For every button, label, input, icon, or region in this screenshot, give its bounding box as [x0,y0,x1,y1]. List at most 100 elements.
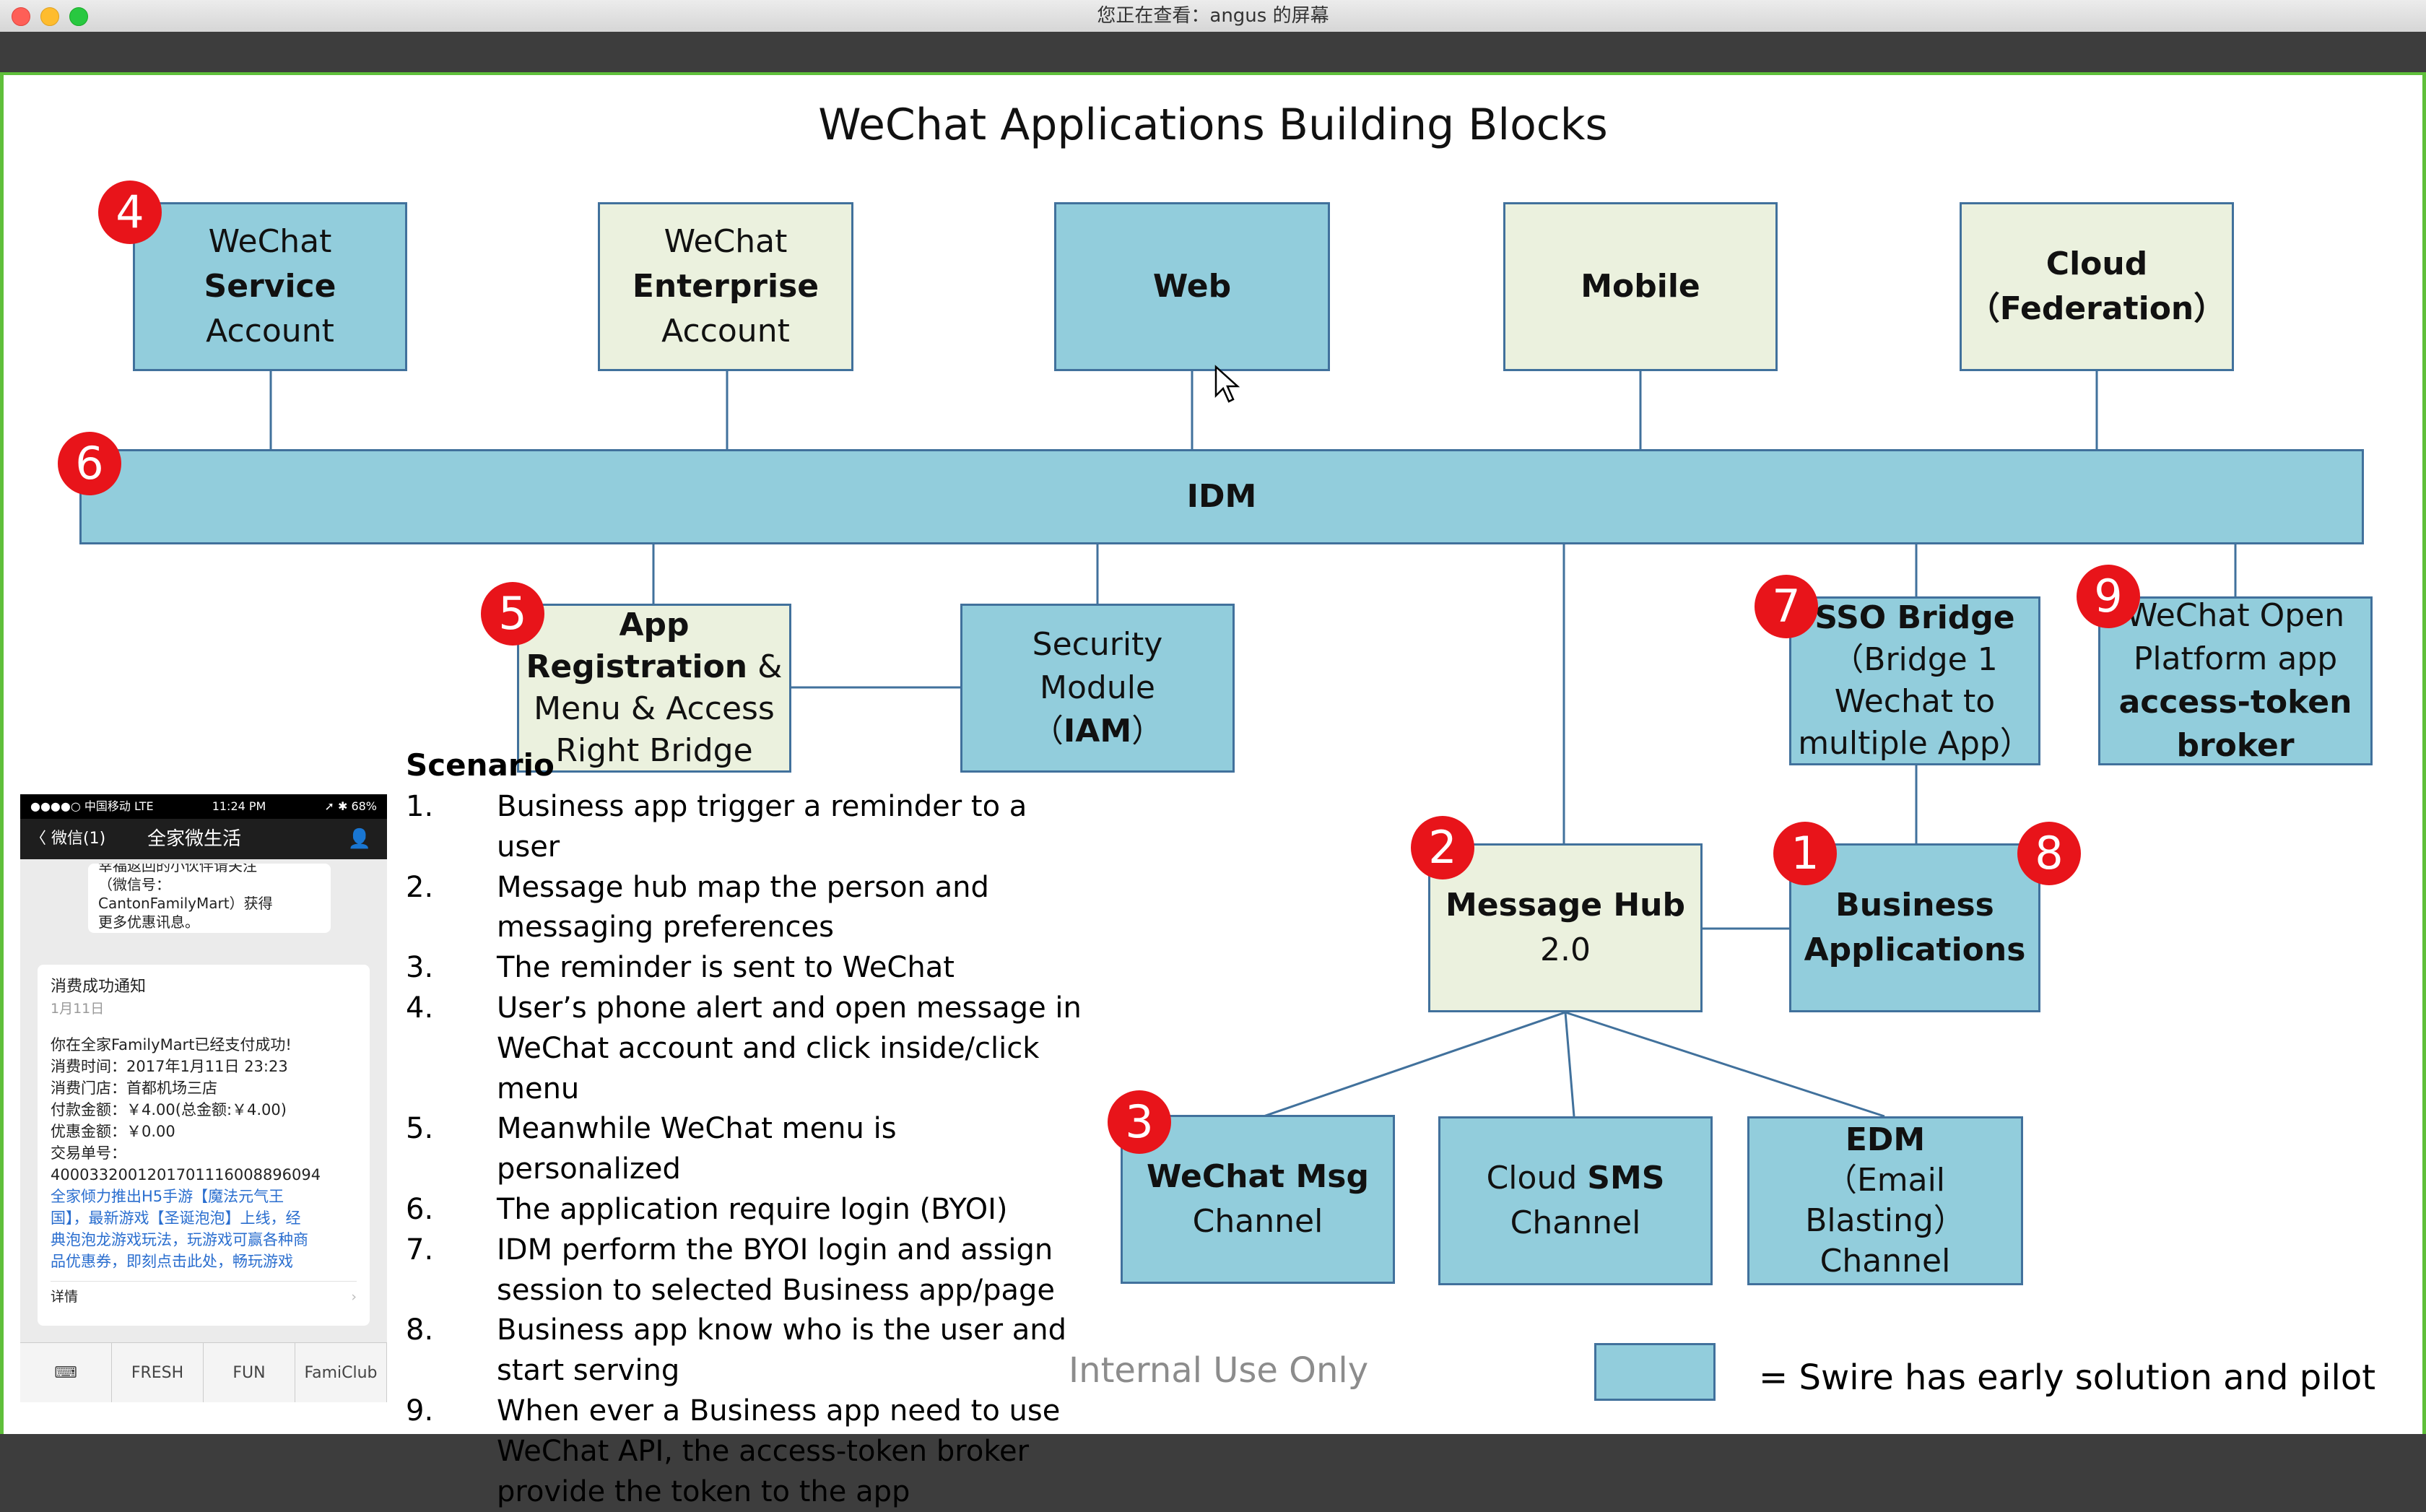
wechat-msg-channel-box: WeChat Msg Channel [1121,1115,1395,1284]
scenario-number: 4. [406,991,434,1025]
service-line3: Account [206,313,334,349]
scenario-line: 8.Business app know who is the user and [406,1311,1084,1351]
mouse-cursor-icon [1214,365,1240,403]
sms-line1a: Cloud [1486,1160,1588,1196]
scenario-text: User’s phone alert and open message in [497,991,1082,1025]
appreg-line2: Registration [526,648,748,685]
scenario-text: menu [497,1072,580,1105]
sso-line1: SSO Bridge [1814,599,2015,636]
mobile-label: Mobile [1581,268,1700,305]
card1-line: 幸福返回的小伙伴请关注 [98,864,257,874]
card1-line: （微信号： [98,876,170,893]
phone-carrier: ●●●●○ 中国移动 LTE [30,799,154,813]
edm-channel-box: EDM （Email Blasting） Channel [1747,1116,2023,1285]
service-line2: Service [204,268,336,305]
scenario-line: menu [406,1069,1084,1110]
minimize-window-button[interactable] [40,7,59,26]
line-msghub-wcmsg [1263,1011,1566,1118]
phone-battery: ➚ ✱ 68% [324,799,377,813]
scenario-text: WeChat account and click inside/click [497,1031,1040,1065]
security-module-box: Security Module （IAM） [960,604,1235,773]
phone-notice-card[interactable]: 消费成功通知 1月11日 你在全家FamilyMart已经支付成功! 消费时间：… [38,965,370,1326]
security-line1: Security [1032,626,1163,663]
sso-line2: （Bridge 1 [1832,641,1998,678]
edm-line2: （Email Blasting） [1805,1162,1965,1239]
line-msghub-sms [1564,1012,1575,1117]
notice-line: 40003320012017011160088960​94 [51,1166,321,1183]
mobile-box: Mobile [1503,202,1778,371]
badge-8: 8 [2017,822,2081,885]
wechat-enterprise-account-box: WeChat Enterprise Account [598,202,853,371]
edm-line1: EDM [1845,1121,1926,1158]
badge-2: 2 [1411,816,1474,879]
sms-line2: Channel [1510,1204,1641,1241]
scenario-list: 1.Business app trigger a reminder to a u… [406,787,1084,1512]
menu-famiclub[interactable]: FamiClub [295,1343,387,1402]
scenario-number [406,1432,497,1472]
scenario-line: 9.When ever a Business app need to use [406,1391,1084,1432]
chevron-right-icon: › [351,1289,357,1305]
badge-6: 6 [58,432,121,495]
idm-bar: IDM [79,449,2364,544]
scenario-text: IDM perform the BYOI login and assign [497,1233,1053,1266]
scenario-line: 5. Meanwhile WeChat menu is personalized [406,1109,1084,1190]
scenario-line: start serving [406,1351,1084,1391]
card1-line: CantonFamilyMart）获得 [98,895,273,912]
scenario-line: 4. User’s phone alert and open message in [406,989,1084,1029]
phone-nav-title: 全家微生活 [147,828,242,850]
badge-3: 3 [1108,1090,1171,1154]
appreg-line2-amp: & [747,648,783,685]
cloud-line1: Cloud [2045,246,2148,282]
scenario-line: 6.The application require login (BYOI) [406,1190,1084,1230]
menu-fun[interactable]: FUN [204,1343,295,1402]
scenario-number: 8. [406,1313,434,1347]
notice-link[interactable]: 品优惠券，即刻点击此处，畅玩游戏 [51,1253,293,1270]
appreg-line3: Menu & Access [534,690,775,727]
card1-line: 更多优惠讯息。 [98,913,199,931]
appreg-line4: Right Bridge [555,732,753,769]
scenario-line: session to selected Business app/page [406,1271,1084,1311]
notice-line: 优惠金额：￥0.00 [51,1123,175,1140]
scenario-number [406,1029,497,1069]
enterprise-line1: WeChat [664,223,788,260]
scenario-line: messaging preferences [406,908,1084,948]
web-label: Web [1152,268,1232,305]
phone-back-button[interactable]: 〈 微信(1) [30,830,106,848]
edm-line3: Channel [1820,1243,1951,1279]
wop-line2: Platform app [2133,640,2338,677]
scenario-text: WeChat API, the access-token broker [497,1434,1030,1468]
menu-fresh[interactable]: FRESH [112,1343,204,1402]
scenario-line: 2.Message hub map the person and [406,868,1084,908]
enterprise-line3: Account [661,313,790,349]
window-titlebar: 您正在查看：angus 的屏幕 [0,0,2426,32]
notice-link[interactable]: 全家倾力推出H5手游【魔法元气王 [51,1188,284,1205]
zoom-window-button[interactable] [69,7,88,26]
notice-detail-row[interactable]: 详情 › [51,1281,357,1308]
keyboard-icon[interactable]: ⌨ [20,1343,112,1402]
cloud-sms-channel-box: Cloud SMS Channel [1438,1116,1713,1285]
wop-line1: WeChat Open [2126,597,2345,634]
close-window-button[interactable] [12,7,30,26]
notice-link[interactable]: 国】，最新游戏【圣诞泡泡】上线，经 [51,1209,301,1227]
notice-link[interactable]: 典泡泡龙游戏玩法，玩游戏可赢各种商 [51,1231,308,1248]
web-box: Web [1054,202,1330,371]
message-hub-box: Message Hub 2.0 [1428,843,1703,1012]
user-icon[interactable]: 👤 [347,828,371,850]
scenario-text: Meanwhile WeChat menu is personalized [497,1112,897,1186]
slide-title: WeChat Applications Building Blocks [818,100,1608,150]
security-iam: IAM [1063,713,1132,750]
scenario-number: 5. [406,1112,434,1146]
scenario-number [406,1351,497,1391]
wechat-service-account-box: WeChat Service Account [133,202,407,371]
scenario-number [406,908,497,948]
scenario-line: provide the token to the app [406,1472,1084,1512]
phone-time: 11:24 PM [212,799,266,813]
wcmsg-line1: WeChat Msg [1147,1158,1369,1195]
notice-detail: 详情 [51,1289,79,1305]
wcmsg-line2: Channel [1192,1203,1323,1240]
scenario-text: Business app trigger a reminder to a use… [497,790,1027,864]
scenario-number: 7. [406,1233,434,1266]
scenario-line: WeChat API, the access-token broker [406,1432,1084,1472]
idm-label: IDM [1186,478,1257,515]
phone-nav-bar: 〈 微信(1) 全家微生活 👤 [20,819,387,859]
